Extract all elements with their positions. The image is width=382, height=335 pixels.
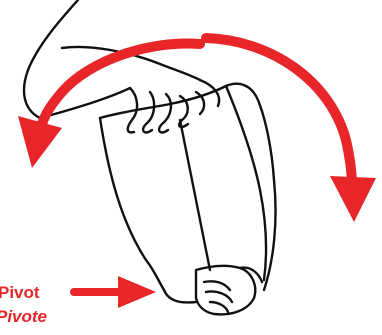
base-outline: [164, 266, 262, 315]
curved-arrow-left-icon: [18, 43, 200, 168]
curved-arrow-right-icon: [206, 38, 376, 222]
pivot-label-fr: Pivote: [0, 307, 47, 326]
pivot-arrow-icon: [74, 276, 156, 308]
pivot-label: Pivot: [0, 283, 40, 302]
